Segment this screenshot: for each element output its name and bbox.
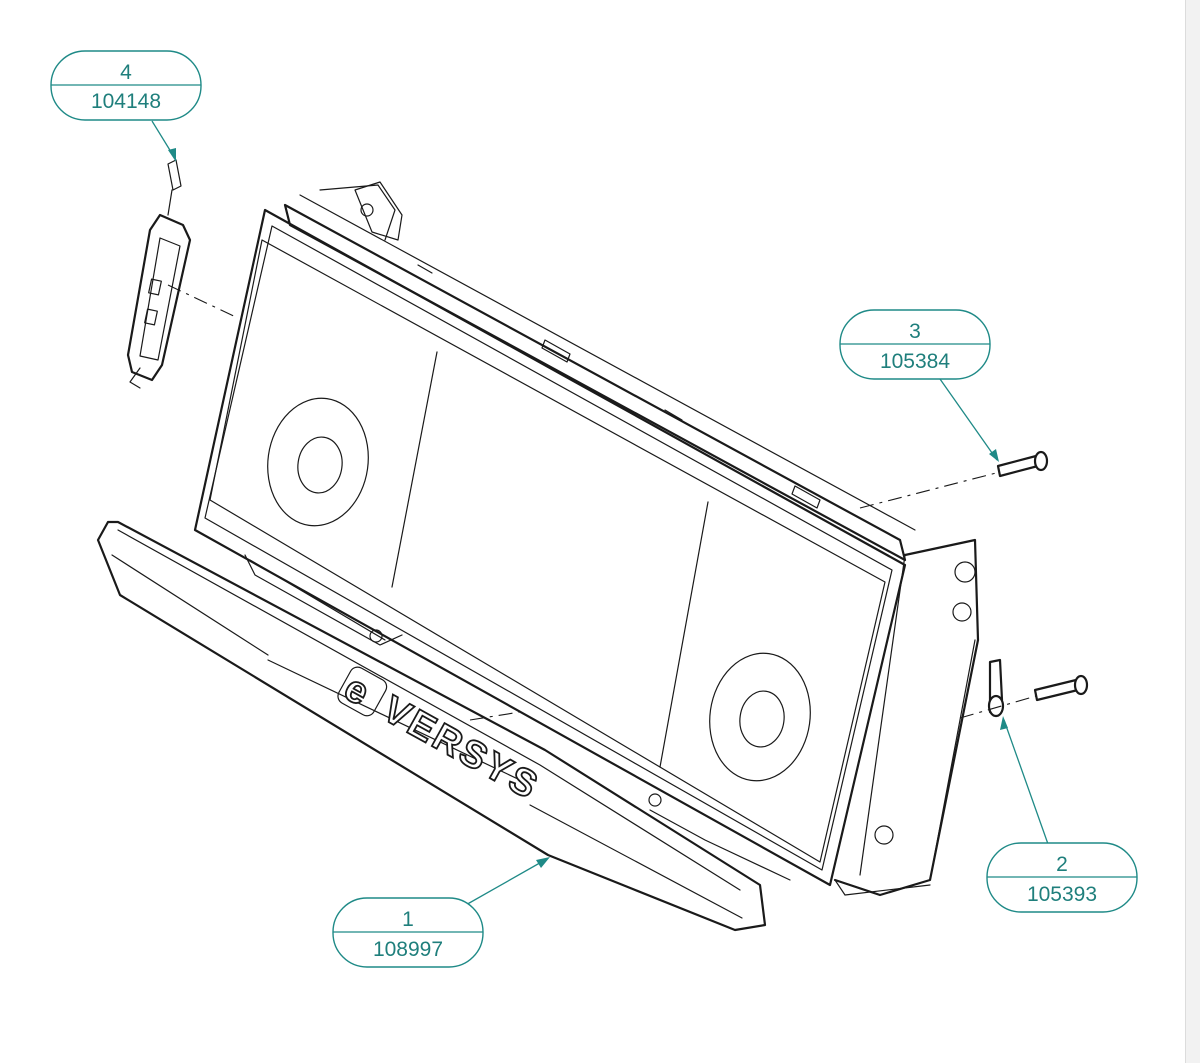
callout-bubble-3: 3 105384 xyxy=(839,309,991,380)
callout-part-number: 105393 xyxy=(1027,883,1097,906)
callout-bubble-4: 4 104148 xyxy=(50,50,202,121)
callout-item-number: 2 xyxy=(1056,853,1068,876)
ground-lug xyxy=(987,658,1005,718)
callout-part-number: 108997 xyxy=(373,938,443,961)
callout-bubble-1: 1 108997 xyxy=(332,897,484,968)
screw-long xyxy=(996,450,1049,478)
callout-item-number: 3 xyxy=(909,320,921,343)
centerline-trim xyxy=(469,711,521,721)
centerline-screw-2 xyxy=(959,695,1037,719)
screw-short xyxy=(1033,674,1089,702)
leader-lines xyxy=(151,120,1049,907)
centerline-screw-3 xyxy=(859,472,997,509)
side-module xyxy=(126,159,192,389)
callout-part-number: 104148 xyxy=(91,90,161,113)
display-housing xyxy=(193,181,980,897)
callout-item-number: 4 xyxy=(120,61,132,84)
callout-item-number: 1 xyxy=(402,908,414,931)
window-edge xyxy=(1185,0,1200,1063)
centerline-module xyxy=(167,284,239,319)
callout-bubble-2: 2 105393 xyxy=(986,842,1138,913)
callout-part-number: 105384 xyxy=(880,350,950,373)
front-trim-bar: e VERSYS xyxy=(96,520,791,932)
